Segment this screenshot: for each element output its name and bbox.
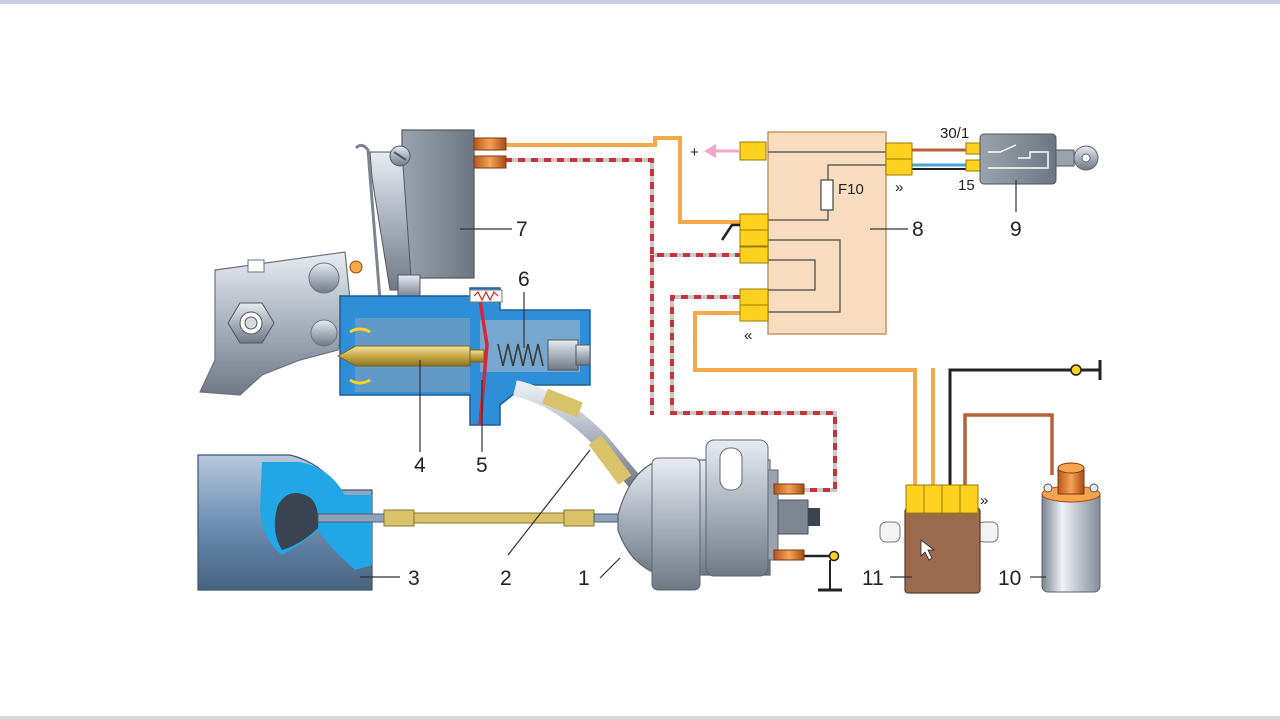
plus-label: + [690,144,699,161]
label-8: 8 [912,218,924,241]
svg-text:«: « [744,327,752,344]
vacuum-hose [413,512,565,524]
wire-black-ground [948,368,1073,485]
relay-block: F10 + » « [690,131,913,344]
wire-brown-to-coil [963,413,1054,485]
ignition-coil [1041,462,1101,593]
microswitch [401,129,475,279]
control-unit: » [879,484,999,594]
wire-red-relay-to-valve [670,295,837,492]
label-2: 2 [500,567,512,590]
wiring [505,136,1102,592]
label-3: 3 [408,567,420,590]
terminal-30-1-label: 30/1 [940,125,969,142]
intake-manifold [197,454,629,591]
top-border [0,0,1280,4]
wire-red-switch-to-relay [505,158,740,257]
label-7: 7 [516,218,528,241]
ignition-switch: 30/1 15 [940,125,1099,194]
bottom-border [0,716,1280,720]
wire-orange-switch-to-relay [505,136,740,224]
leader-lines [360,180,1046,579]
label-10: 10 [998,567,1021,590]
fuse-f10 [820,179,834,211]
label-11: 11 [862,567,884,590]
label-4: 4 [414,454,426,477]
spring [497,343,544,367]
fuse-label: F10 [838,181,864,198]
carburetor-assembly [199,129,647,494]
terminal-15-label: 15 [958,177,975,194]
solenoid-valve [617,439,820,591]
svg-text:»: » [895,179,903,196]
label-9: 9 [1010,218,1022,241]
label-5: 5 [476,454,488,477]
label-1: 1 [578,567,590,590]
svg-text:»: » [980,492,988,509]
mouse-cursor-icon [920,539,936,561]
wire-orange-relay-to-unit [693,311,917,485]
label-6: 6 [518,268,530,291]
